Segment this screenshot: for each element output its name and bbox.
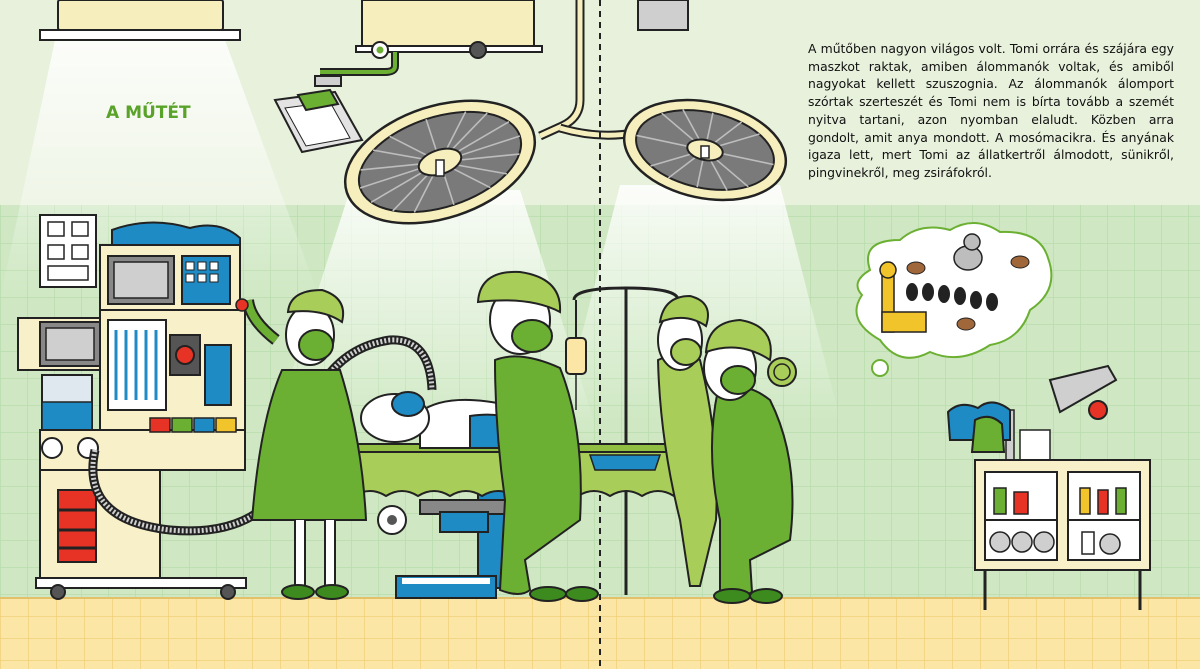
surgical-lamp-icon [622,98,788,202]
wall-socket-panel [39,214,97,288]
ceiling-light [57,0,224,31]
anesthesia-machine [17,221,247,600]
surgeon-left [235,288,368,600]
story-text: A műtőben nagyon világos volt. Tomi orrá… [808,41,1174,180]
hedgehog-icon [906,255,1030,331]
surgeon-right-back [656,294,718,587]
penguin-icon [906,283,998,311]
ceiling-unit-right [637,0,689,31]
ceiling-lamp-housing [361,0,535,47]
page-title: A MŰTÉT [106,101,191,123]
raccoon-icon [953,233,983,271]
surgeon-right-front [703,318,797,604]
surgical-lamp-icon [343,99,537,225]
iv-stand [565,286,680,595]
instrument-cart [946,364,1151,610]
surgeon-center [476,270,599,602]
dream-bubble-icon [855,222,1053,377]
